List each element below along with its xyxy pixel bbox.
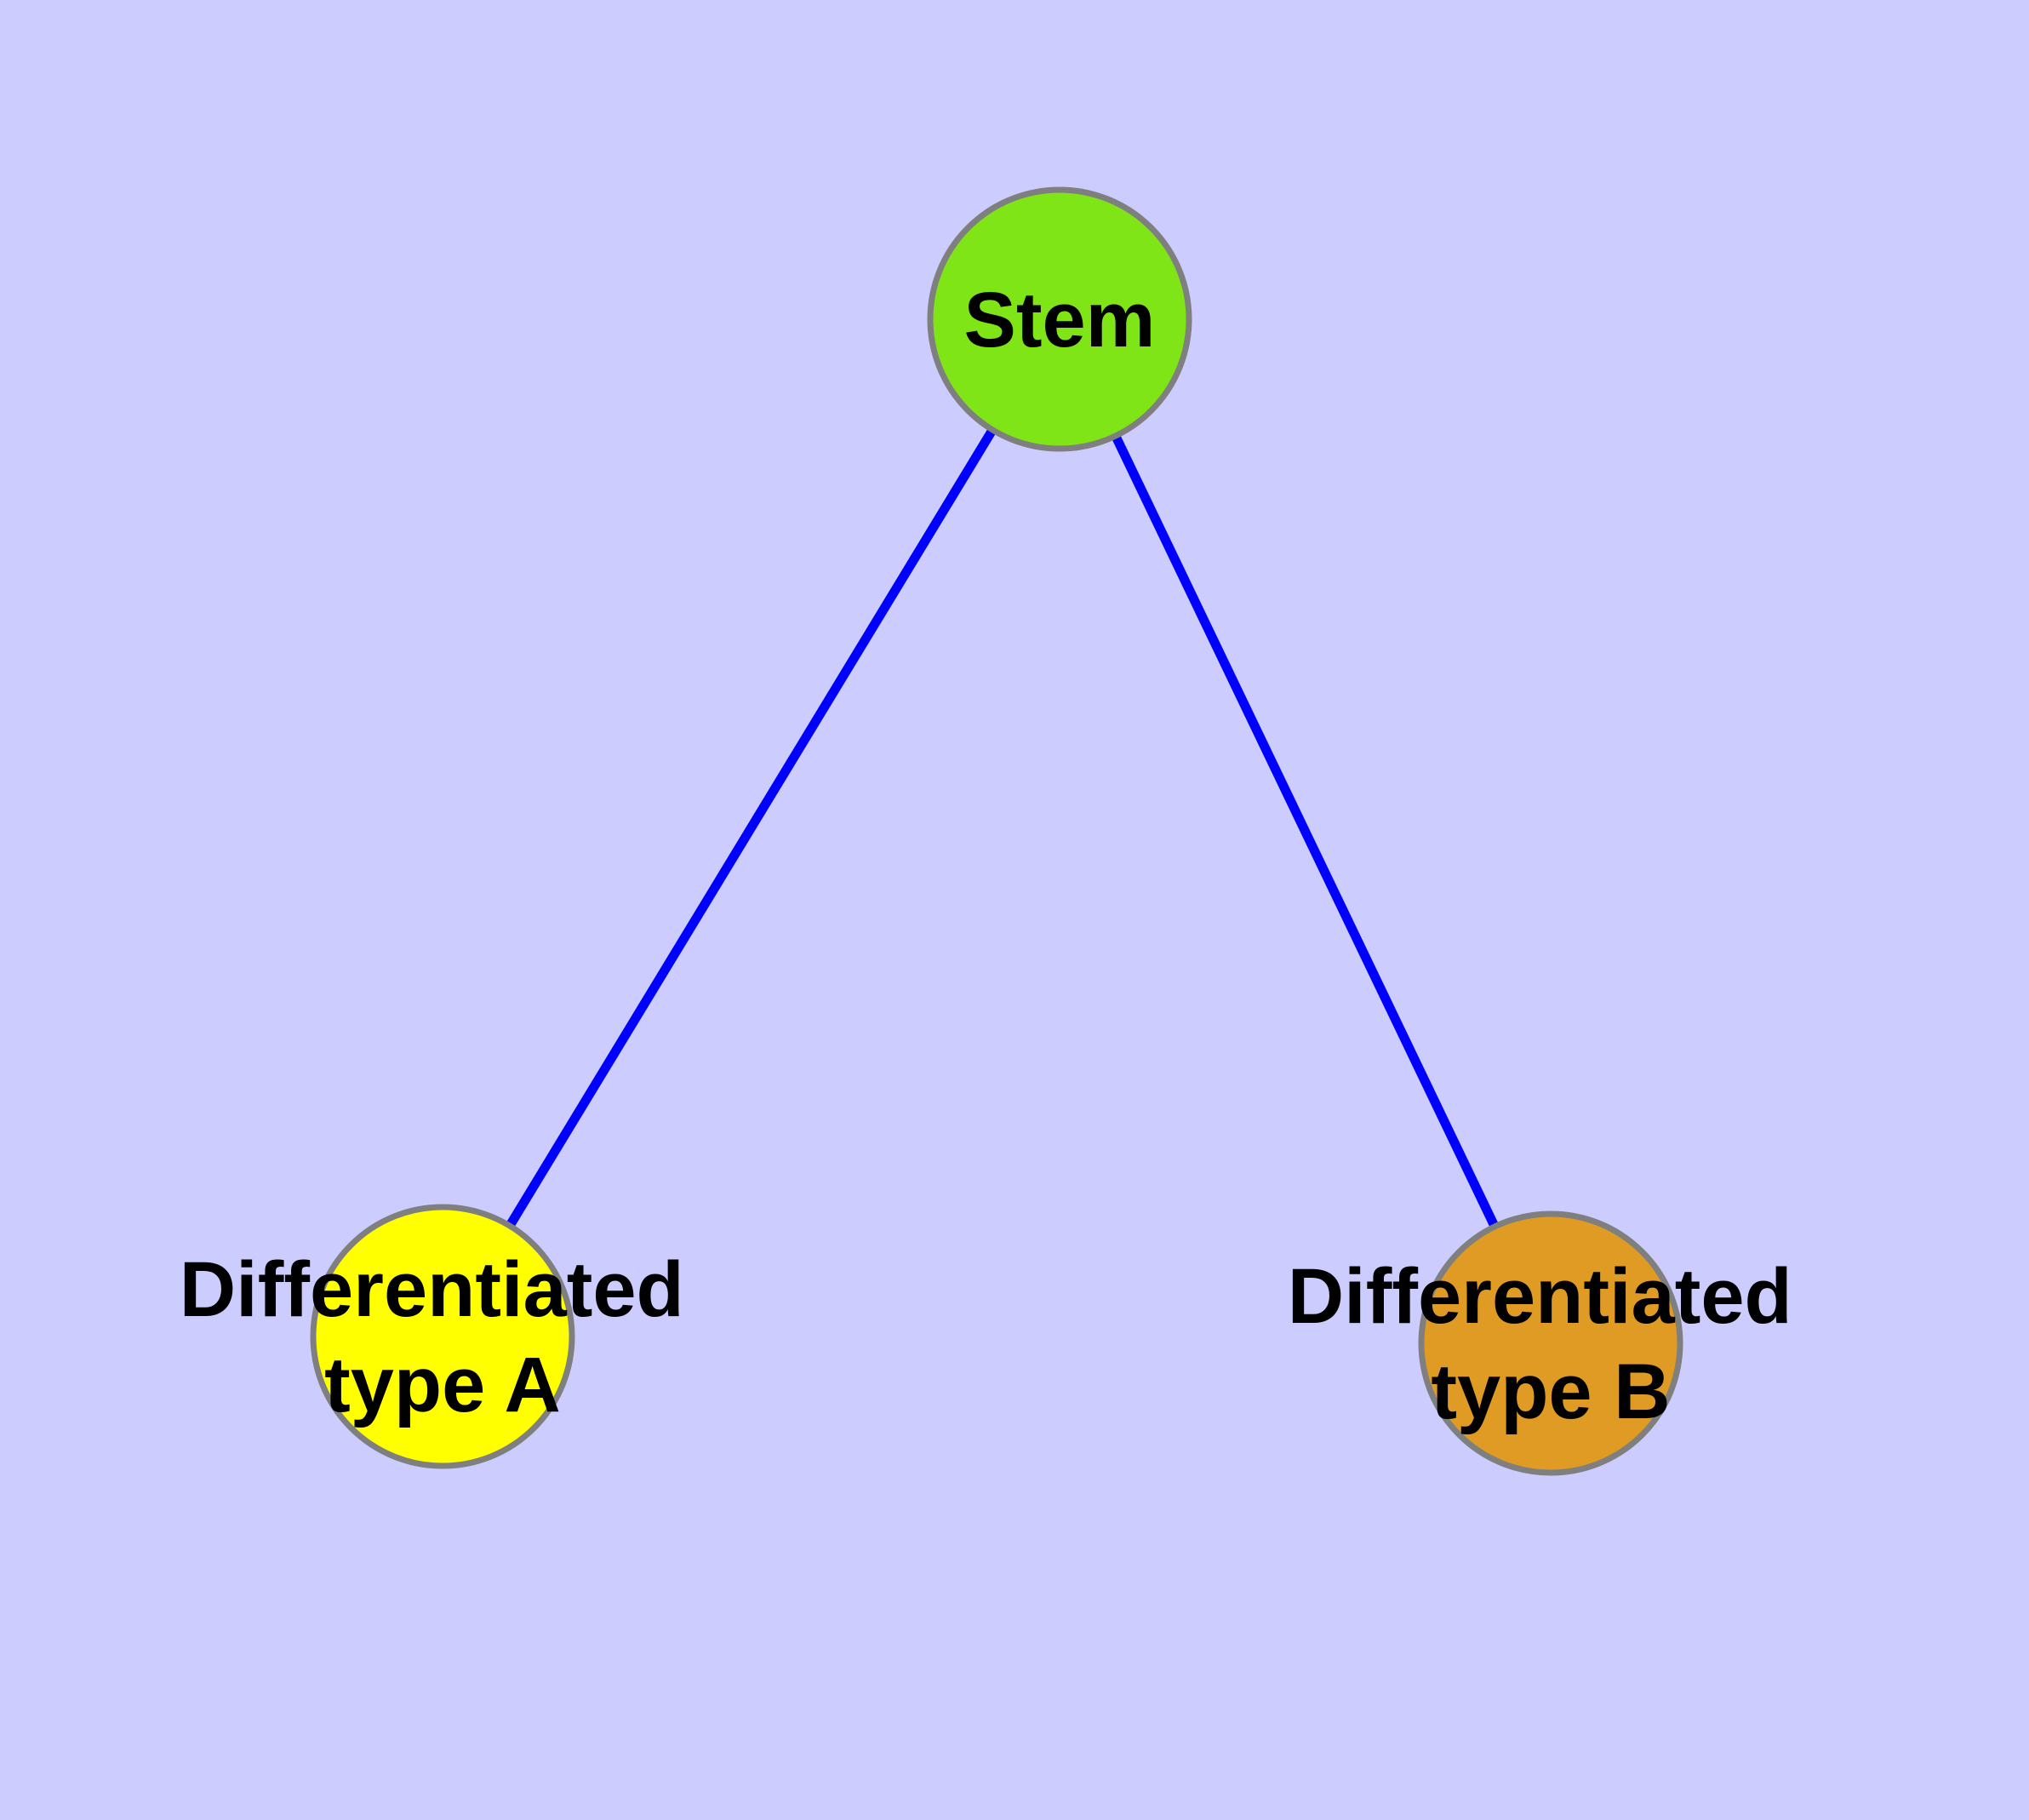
type-b-node-label: Differentiated type B [1288,1253,1815,1435]
edge-stem-to-type-b [1055,317,1555,1346]
stem-node-label: Stem [964,277,1156,363]
node-differentiated-type-a: Differentiated type A [180,1204,706,1469]
type-a-label-line2: type A [324,1342,561,1428]
stem-node-circle [927,186,1192,452]
edge-stem-to-type-a [438,317,1064,1339]
node-differentiated-type-b: Differentiated type B [1288,1210,1815,1476]
type-a-node-circle [310,1204,575,1469]
type-b-label-line2: type B [1431,1348,1670,1435]
type-a-node-label: Differentiated type A [180,1246,706,1428]
node-stem: Stem [927,186,1192,452]
type-b-node-circle [1418,1210,1683,1476]
type-b-label-line1: Differentiated [1288,1253,1792,1340]
type-a-label-line1: Differentiated [180,1246,684,1333]
